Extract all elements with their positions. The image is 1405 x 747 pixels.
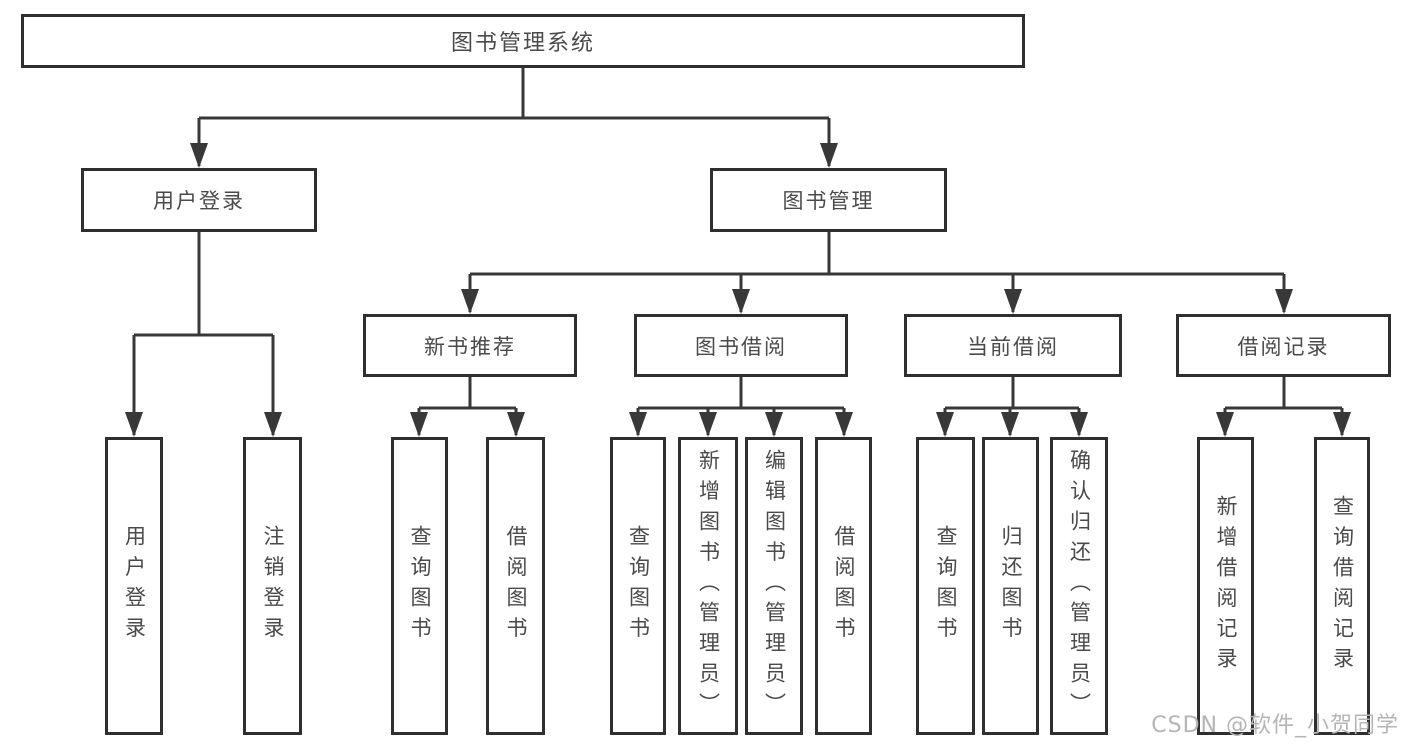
leaf-confirm-return-admin: 确认归还（管理员） <box>1050 437 1108 735</box>
node-library-management-system: 图书管理系统 <box>21 14 1025 68</box>
leaf-query-borrow-record: 查询借阅记录 <box>1314 437 1370 735</box>
arrow-down-icon <box>1333 412 1351 437</box>
leaf-label: 确认归还（管理员） <box>1067 448 1092 724</box>
node-label: 当前借阅 <box>967 334 1059 359</box>
csdn-watermark: CSDN @软件_小贺同学 <box>1151 713 1399 738</box>
arrow-down-icon <box>1070 412 1088 437</box>
leaf-label: 用户登录 <box>122 525 147 647</box>
leaf-label: 注销登录 <box>261 525 285 647</box>
leaf-label: 查询图书 <box>626 525 651 647</box>
arrow-down-icon <box>461 289 479 314</box>
arrow-down-icon <box>125 412 143 437</box>
leaf-query-books-borrow: 查询图书 <box>610 437 666 735</box>
leaf-return-books: 归还图书 <box>982 437 1039 735</box>
leaf-borrow-books: 借阅图书 <box>815 437 872 735</box>
node-label: 图书管理系统 <box>450 31 595 56</box>
arrow-down-icon <box>507 412 525 437</box>
leaf-logout: 注销登录 <box>243 437 302 735</box>
arrow-down-icon <box>835 412 853 437</box>
arrow-down-icon <box>1216 412 1234 437</box>
node-label: 借阅记录 <box>1237 334 1330 359</box>
arrow-down-icon <box>410 412 428 437</box>
leaf-label: 新增借阅记录 <box>1214 494 1238 678</box>
leaf-edit-books-admin: 编辑图书（管理员） <box>745 437 803 735</box>
leaf-query-books-recommend: 查询图书 <box>391 437 448 735</box>
leaf-label: 查询借阅记录 <box>1330 494 1355 678</box>
node-label: 图书管理 <box>782 189 875 213</box>
node-label: 图书借阅 <box>695 334 787 359</box>
leaf-query-books-current: 查询图书 <box>916 437 975 735</box>
node-user-login: 用户登录 <box>81 168 317 232</box>
arrow-down-icon <box>732 289 750 314</box>
leaf-label: 查询图书 <box>934 525 958 647</box>
node-book-borrowing: 图书借阅 <box>634 314 848 377</box>
leaf-label: 借阅图书 <box>832 525 856 647</box>
leaf-label: 归还图书 <box>999 525 1023 647</box>
arrow-down-icon <box>1004 289 1022 314</box>
leaf-borrow-books-recommend: 借阅图书 <box>486 437 545 735</box>
node-label: 新书推荐 <box>424 334 516 359</box>
node-new-book-recommendation: 新书推荐 <box>363 314 577 377</box>
arrow-down-icon <box>1001 412 1019 437</box>
arrow-down-icon <box>936 412 954 437</box>
leaf-label: 借阅图书 <box>504 525 528 647</box>
arrow-down-icon <box>629 412 647 437</box>
connector-path <box>132 68 1344 435</box>
arrow-down-icon <box>765 412 783 437</box>
leaf-label: 新增图书（管理员） <box>696 448 721 724</box>
leaf-add-books-admin: 新增图书（管理员） <box>678 437 738 735</box>
leaf-add-borrow-record: 新增借阅记录 <box>1197 437 1254 735</box>
node-borrowing-records: 借阅记录 <box>1176 314 1391 377</box>
node-book-management: 图书管理 <box>710 168 947 232</box>
leaf-label: 查询图书 <box>408 525 432 647</box>
arrow-down-icon <box>264 412 282 437</box>
arrow-down-icon <box>1275 289 1293 314</box>
node-current-borrowing: 当前借阅 <box>904 314 1122 377</box>
node-label: 用户登录 <box>153 189 245 213</box>
arrow-down-icon <box>699 412 717 437</box>
arrow-down-icon <box>820 143 838 168</box>
leaf-label: 编辑图书（管理员） <box>762 448 787 724</box>
arrow-down-icon <box>190 143 208 168</box>
leaf-user-login: 用户登录 <box>105 437 163 735</box>
